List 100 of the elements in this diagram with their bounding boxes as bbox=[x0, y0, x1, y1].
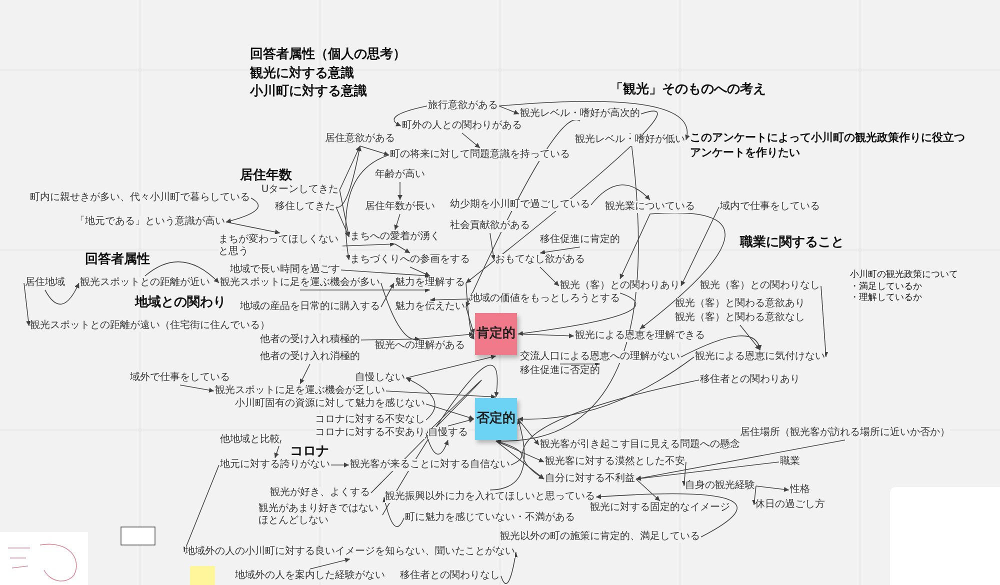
arrow bbox=[590, 184, 650, 206]
node-label: 町の将来に対して問題意識を持っている bbox=[390, 149, 570, 161]
arrow bbox=[336, 146, 362, 208]
arrow bbox=[490, 232, 496, 260]
arrow bbox=[820, 286, 828, 358]
arrow bbox=[339, 146, 360, 190]
node-label: 移住者との関わりなし bbox=[400, 570, 500, 582]
section-heading: 観光に対する意識 bbox=[250, 64, 354, 82]
node-label: 観光スポットとの距離が近い bbox=[80, 277, 210, 289]
arrow bbox=[640, 212, 726, 330]
arrow bbox=[44, 282, 80, 304]
section-heading: 地域との関わり bbox=[135, 294, 226, 311]
arrow bbox=[462, 132, 480, 148]
arrow bbox=[522, 380, 700, 480]
node-label: 自慢しない bbox=[355, 372, 405, 384]
section-heading: 回答者属性（個人の思考） bbox=[250, 46, 406, 63]
arrow bbox=[310, 558, 350, 570]
node-label: 他者の受け入れ消極的 bbox=[260, 351, 360, 363]
arrow bbox=[330, 462, 350, 468]
node-label: コロナに対する不安あり bbox=[315, 427, 425, 439]
arrow bbox=[426, 432, 449, 454]
node-label: 観光業についている bbox=[605, 201, 695, 213]
node-label: 地元に対する誇りがない bbox=[220, 459, 330, 471]
node-label: 魅力を伝えたい bbox=[395, 301, 465, 313]
arrow bbox=[370, 380, 482, 494]
arrow bbox=[360, 146, 390, 156]
arrow bbox=[500, 552, 518, 584]
section-heading: 回答者属性 bbox=[85, 251, 150, 268]
node-label: 観光（客）と関わる意欲なし bbox=[675, 312, 805, 324]
node-label: 居住地域 bbox=[25, 277, 65, 289]
node-label: 職業 bbox=[780, 456, 800, 468]
node-label: 他者の受け入れ積極的 bbox=[260, 334, 360, 346]
node-label: 性格 bbox=[790, 484, 810, 496]
arrow bbox=[540, 246, 580, 255]
arrow bbox=[300, 288, 430, 292]
arrow bbox=[448, 418, 474, 426]
node-label: 観光レベル・嗜好が低い bbox=[575, 134, 685, 146]
arrow bbox=[496, 440, 544, 462]
node-label: 域内で仕事をしている bbox=[720, 201, 820, 213]
node-label: 居住場所（観光客が訪れる場所に近いか否か） bbox=[740, 427, 950, 439]
section-heading: 小川町に対する意識 bbox=[250, 82, 367, 100]
node-label: 町外の人との関わりがある bbox=[402, 120, 522, 132]
arrow bbox=[360, 336, 420, 342]
node-label: 観光振興以外に力を入れてほしいと思っている bbox=[385, 491, 595, 503]
node-label: 観光（客）との関わりあり bbox=[560, 280, 680, 292]
node-label: 旅行意欲がある bbox=[428, 100, 498, 112]
node-label: 年齢が高い bbox=[375, 169, 425, 181]
note-text: ・理解しているか bbox=[850, 292, 922, 304]
arrow bbox=[394, 106, 428, 126]
arrow bbox=[340, 270, 430, 278]
arrow bbox=[752, 486, 757, 506]
arrow bbox=[682, 462, 687, 486]
node-label: 居住年数が長い bbox=[365, 201, 435, 213]
note-text: 小川町の観光政策について bbox=[850, 268, 958, 281]
arrow bbox=[490, 418, 525, 490]
node-label: 幼少期を小川町で過ごしている bbox=[450, 199, 590, 211]
node-label: 観光客が来ることに対する自信ない bbox=[350, 459, 510, 471]
node-label: 域外で仕事をしている bbox=[130, 372, 230, 384]
arrow bbox=[406, 378, 436, 420]
node-label: 移住者との関わりあり bbox=[700, 374, 800, 386]
note-text: ・満足しているか bbox=[850, 280, 922, 292]
node-label: 自分に対する不利益 bbox=[545, 473, 635, 485]
arrow bbox=[345, 154, 390, 260]
arrow bbox=[184, 464, 220, 552]
node-label: おもてなし欲がある bbox=[495, 254, 585, 266]
arrow bbox=[410, 266, 430, 276]
arrow bbox=[496, 440, 544, 480]
arrow bbox=[466, 306, 475, 334]
arrow bbox=[518, 418, 540, 446]
node-label: 町内に親せきが多い、代々小川町で暮らしている bbox=[30, 192, 250, 204]
arrow bbox=[518, 356, 694, 422]
arrow bbox=[386, 390, 496, 400]
arrow bbox=[740, 324, 760, 350]
arrow bbox=[620, 214, 650, 280]
node-label: 自慢する bbox=[428, 427, 468, 439]
arrow bbox=[430, 297, 470, 302]
node-label: 社会貢献欲がある bbox=[450, 220, 530, 232]
node-label: まちへの愛着が湧く bbox=[350, 231, 440, 243]
arrow bbox=[24, 282, 31, 326]
section-heading: コロナ bbox=[290, 443, 329, 460]
node-label: 移住してきた bbox=[275, 201, 335, 213]
node-label: 観光以外の町の施策に肯定的、満足している bbox=[500, 531, 700, 543]
node-label: 地域外の人を案内した経験がない bbox=[235, 570, 385, 582]
node-label: 観光レベル・嗜好が高次的 bbox=[520, 108, 640, 120]
arrow bbox=[540, 266, 560, 286]
arrow bbox=[382, 496, 404, 527]
node-label: 観光が好き、よくする bbox=[270, 487, 370, 499]
section-heading: 居住年数 bbox=[240, 167, 292, 184]
arrow bbox=[226, 222, 280, 234]
node-label: 自身の観光経験 bbox=[685, 480, 755, 492]
arrow bbox=[680, 206, 720, 286]
node-label: まちが変わってほしくないと思う bbox=[218, 234, 342, 258]
arrow bbox=[300, 364, 310, 384]
arrow bbox=[380, 282, 420, 342]
arrow bbox=[466, 282, 474, 340]
arrow bbox=[226, 198, 259, 224]
sticky-note: 肯定的 bbox=[475, 313, 517, 355]
arrow bbox=[339, 190, 350, 238]
arrow bbox=[596, 493, 738, 538]
node-label: 小川町固有の資源に対して魅力を感じない bbox=[235, 398, 425, 410]
